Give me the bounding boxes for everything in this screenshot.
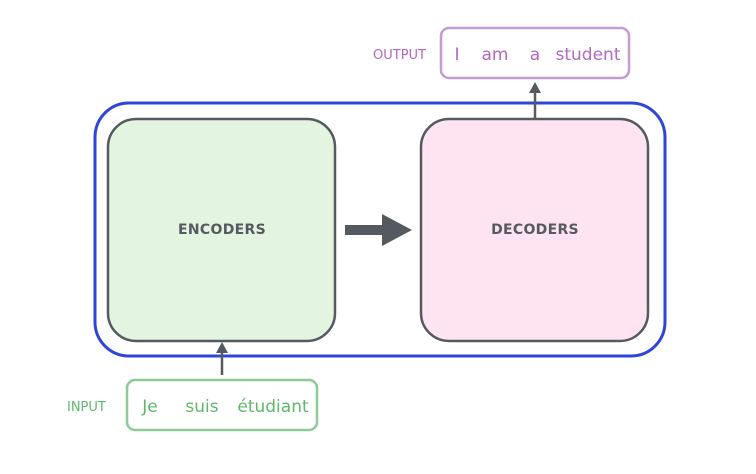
- input-box: [125, 378, 319, 432]
- output-arrow-icon: [529, 82, 541, 118]
- encoder-to-decoder-arrow-icon: [345, 214, 412, 246]
- output-label: OUTPUT: [373, 48, 426, 63]
- decoders-label: DECODERS: [491, 222, 579, 238]
- input-word: Je: [141, 397, 157, 417]
- input-label: INPUT: [67, 400, 106, 415]
- input-word: suis: [185, 397, 218, 417]
- output-word: I: [454, 45, 459, 65]
- transformer-container: [93, 101, 667, 358]
- input-arrow-icon: [216, 342, 228, 375]
- output-word: student: [556, 45, 621, 65]
- input-word: étudiant: [237, 397, 309, 417]
- output-word: a: [530, 45, 540, 65]
- encoders-box: [106, 117, 337, 343]
- decoders-box: [419, 117, 650, 343]
- output-box: [439, 26, 631, 80]
- output-word: am: [482, 45, 509, 65]
- encoders-label: ENCODERS: [178, 222, 266, 238]
